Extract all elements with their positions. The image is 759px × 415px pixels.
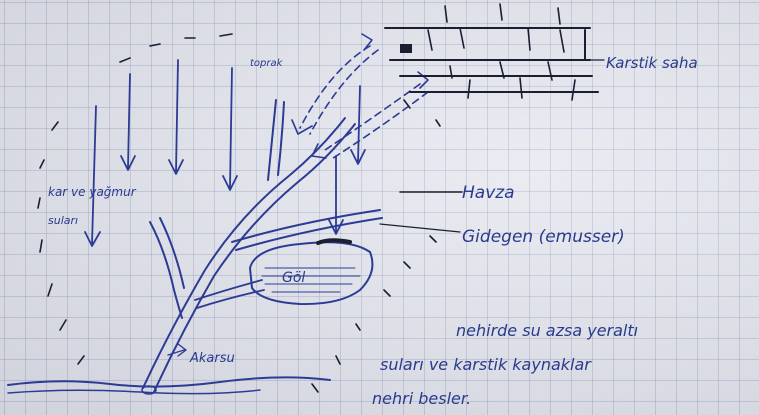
label-sulari: suları [48,214,78,227]
river-branch-to-lake [195,280,264,308]
river-tributary-top [268,100,284,180]
label-karstik-saha: Karstik saha [606,54,698,72]
label-toprak: toprak [250,58,284,69]
label-havza: Havza [462,183,515,203]
note-line-2: suları ve karstik kaynaklar [380,355,592,374]
catchment-dashes [38,34,440,392]
label-gidegen: Gidegen (emusser) [462,227,625,247]
rain-arrows [85,60,365,246]
note-line-3: nehri besler. [372,389,471,408]
note-line-1: nehirde su azsa yeraltı [456,321,638,340]
ground-line [8,377,330,386]
label-gol: Göl [282,270,305,286]
gidegen-pointer-line [380,224,460,232]
label-akarsu: Akarsu [189,351,235,366]
label-kar-ve-yagmur: kar ve yağmur [48,185,137,199]
ground-line-2 [8,390,260,394]
lake-shape [250,240,372,304]
river-tributary-left [150,218,184,318]
